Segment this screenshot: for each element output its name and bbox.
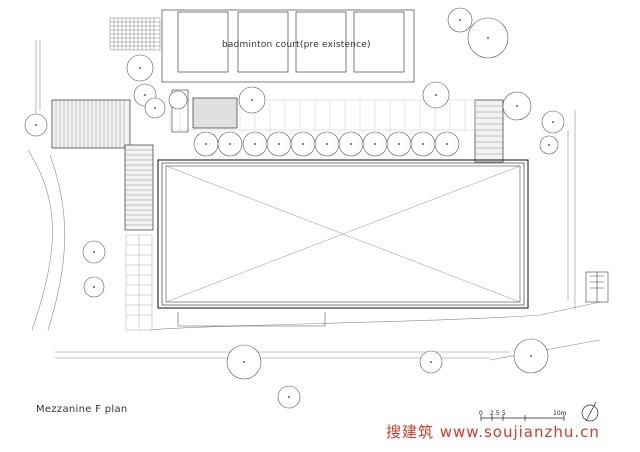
utility-kiosk <box>585 271 609 303</box>
main-hall-roof <box>157 159 529 309</box>
left-deck <box>51 99 504 231</box>
stair-column <box>171 89 189 133</box>
tree <box>168 90 188 110</box>
plan-title: Mezzanine F plan <box>36 404 128 415</box>
scale-tick: 2.5 <box>490 410 500 417</box>
court-label: badminton court(pre existence) <box>222 40 371 50</box>
mezzanine-box <box>192 97 238 129</box>
site-boundary-left <box>35 40 41 120</box>
scale-tick: 0 <box>479 410 483 417</box>
court-mesh <box>109 17 161 51</box>
north-arrow-icon <box>581 401 599 422</box>
upper-walkway <box>169 99 476 131</box>
site-road-curve <box>27 149 66 331</box>
scale-tick: 5 <box>502 410 506 417</box>
paving-strip <box>125 234 153 331</box>
scale-bar <box>480 415 565 421</box>
tree-centers <box>35 19 554 398</box>
site-path-curve <box>149 301 601 331</box>
site-boundary-right <box>567 110 576 310</box>
entrance-canopy <box>177 312 326 327</box>
watermark: 搜建筑 www.soujianzhu.cn <box>386 423 600 441</box>
trees <box>24 7 565 409</box>
deck-planks <box>55 100 503 226</box>
scale-tick: 10m <box>553 410 567 417</box>
badminton-court <box>161 9 415 83</box>
site-road-bottom <box>55 351 510 359</box>
